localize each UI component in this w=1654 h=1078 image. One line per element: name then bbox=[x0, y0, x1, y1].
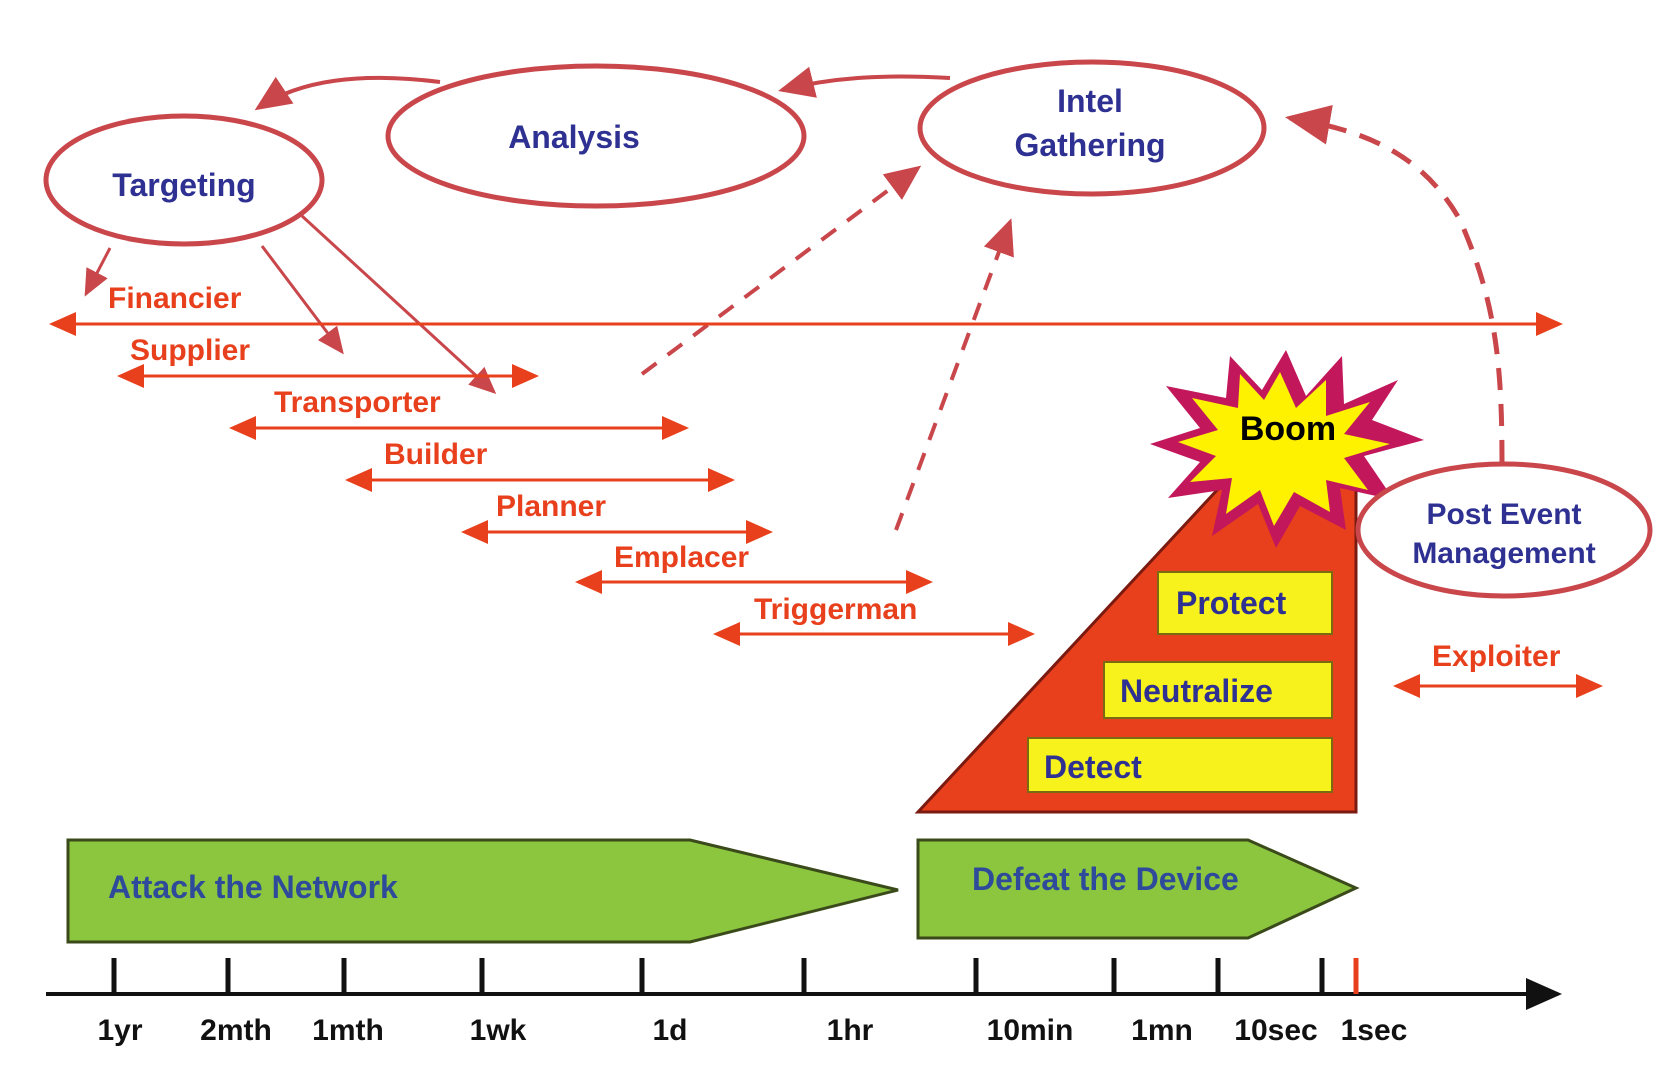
transporter-label: Transporter bbox=[274, 386, 441, 419]
attack-the-network-band: Attack the Network bbox=[66, 838, 899, 944]
tick-label-10sec: 10sec bbox=[1234, 1014, 1317, 1047]
boom-label: Boom bbox=[1240, 410, 1336, 448]
planner-label: Planner bbox=[496, 490, 606, 523]
triggerman-label: Triggerman bbox=[754, 593, 917, 626]
tick-label-1wk: 1wk bbox=[470, 1014, 527, 1047]
intel-label-line1: Intel bbox=[1057, 83, 1123, 119]
tick-label-10min: 10min bbox=[987, 1014, 1074, 1047]
intel-label-line2: Gathering bbox=[1014, 127, 1165, 163]
financier-label: Financier bbox=[108, 282, 242, 315]
tick-label-2mth: 2mth bbox=[200, 1014, 272, 1047]
builder-label: Builder bbox=[384, 438, 488, 471]
targeting-oval: Targeting bbox=[43, 113, 325, 247]
protect-label: Protect bbox=[1176, 585, 1287, 621]
tick-label-1sec: 1sec bbox=[1341, 1014, 1408, 1047]
defeat-the-device-label: Defeat the Device bbox=[972, 861, 1239, 897]
tick-label-1d: 1d bbox=[652, 1014, 687, 1047]
analysis-label: Analysis bbox=[508, 119, 640, 155]
emplacer-label: Emplacer bbox=[614, 541, 749, 574]
post-event-label-line1: Post Event bbox=[1426, 498, 1581, 531]
arrow-targeting-to-financier bbox=[84, 247, 112, 297]
role-financier: Financier bbox=[49, 282, 1563, 336]
neutralize-box: Neutralize bbox=[1103, 661, 1333, 719]
targeting-label: Targeting bbox=[112, 167, 255, 203]
arrow-targeting-to-supplier bbox=[260, 245, 344, 355]
arrow-targeting-to-transporter bbox=[300, 214, 497, 395]
boom-burst: Boom bbox=[1150, 350, 1424, 548]
arrow-post-to-intel-dashed bbox=[1285, 105, 1505, 463]
analysis-oval: Analysis bbox=[385, 63, 807, 209]
attack-the-network-label: Attack the Network bbox=[108, 869, 398, 905]
arrow-analysis-to-targeting bbox=[254, 75, 441, 111]
detect-box: Detect bbox=[1027, 737, 1333, 793]
tick-label-1mn: 1mn bbox=[1131, 1014, 1193, 1047]
tick-label-1mth: 1mth bbox=[312, 1014, 384, 1047]
arrow-intel-to-analysis bbox=[778, 66, 951, 98]
tick-label-1hr: 1hr bbox=[827, 1014, 874, 1047]
arrow-device-to-intel-dashed bbox=[894, 218, 1014, 531]
exploiter-label: Exploiter bbox=[1432, 640, 1561, 673]
supplier-label: Supplier bbox=[130, 334, 250, 367]
role-supplier: Supplier bbox=[117, 334, 539, 388]
post-event-management-oval: Post Event Management bbox=[1355, 461, 1653, 599]
role-emplacer: Emplacer bbox=[575, 541, 933, 594]
detect-label: Detect bbox=[1044, 749, 1142, 785]
arrow-network-to-intel-dashed bbox=[640, 165, 922, 376]
neutralize-label: Neutralize bbox=[1120, 673, 1273, 709]
tick-label-1yr: 1yr bbox=[97, 1014, 142, 1047]
role-exploiter: Exploiter bbox=[1393, 640, 1603, 698]
protect-box: Protect bbox=[1157, 571, 1333, 635]
timeline-labels: 1yr 2mth 1mth 1wk 1d 1hr 10min 1mn 10sec… bbox=[97, 1014, 1407, 1047]
role-planner: Planner bbox=[461, 490, 773, 544]
post-event-label-line2: Management bbox=[1412, 537, 1595, 570]
role-transporter: Transporter bbox=[229, 386, 689, 440]
intel-gathering-oval: Intel Gathering bbox=[917, 59, 1267, 197]
role-builder: Builder bbox=[345, 438, 735, 492]
defeat-the-device-band: Defeat the Device bbox=[916, 838, 1360, 940]
role-triggerman: Triggerman bbox=[713, 593, 1035, 646]
timeline-ticks bbox=[111, 958, 1359, 994]
